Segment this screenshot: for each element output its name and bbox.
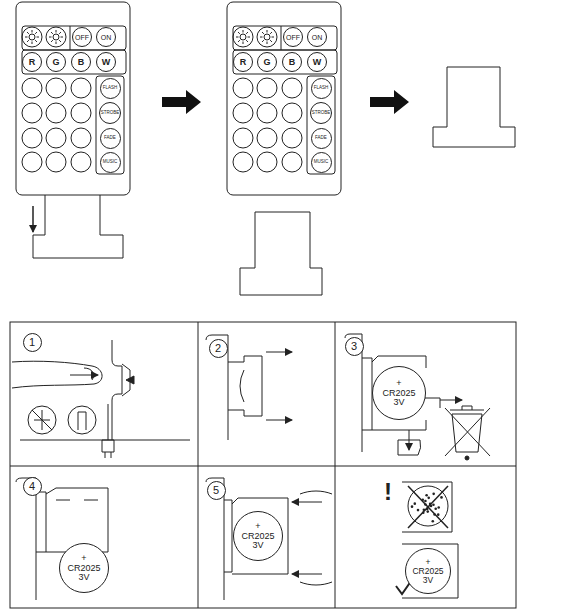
remote-button: G — [46, 52, 66, 72]
callout-number: 3 — [345, 337, 364, 356]
button-text: R — [29, 58, 36, 67]
remote-button: R — [22, 52, 42, 72]
button-text: W — [102, 58, 111, 67]
panel-grid — [10, 322, 516, 608]
remote-button: R — [233, 52, 253, 72]
button-text: FLASH — [314, 86, 329, 91]
remote-button: OFF — [72, 27, 92, 47]
button-text: STROBE — [312, 111, 331, 116]
button-text: R — [240, 58, 247, 67]
callout-number: 5 — [207, 481, 226, 500]
callout-number: 4 — [23, 477, 42, 496]
tray-pull — [206, 335, 292, 440]
remote-button: FADE — [100, 128, 121, 149]
callout-number: 2 — [209, 339, 228, 358]
button-text: FLASH — [103, 86, 118, 91]
battery-cell: +CR20253V — [372, 366, 426, 420]
button-text: + — [255, 522, 260, 531]
remote-button: FLASH — [100, 78, 121, 99]
remote-body — [227, 2, 341, 195]
button-text: FADE — [315, 136, 327, 141]
remote-button: B — [71, 52, 91, 72]
button-text: B — [289, 58, 296, 67]
remote-button: B — [282, 52, 302, 72]
button-text: 3V — [423, 576, 433, 585]
button-text: B — [78, 58, 85, 67]
button-text: FADE — [104, 136, 116, 141]
button-text: OFF — [286, 34, 300, 41]
button-text: 4 — [29, 481, 35, 492]
button-text: + — [81, 554, 86, 563]
callout-number: 1 — [23, 333, 42, 352]
pull-arrow — [32, 206, 34, 232]
button-text: CR2025 — [67, 564, 100, 573]
remote-button: W — [96, 52, 116, 72]
remote-button: FADE — [311, 128, 332, 149]
remote-button: ON — [96, 27, 116, 47]
button-text: G — [263, 58, 270, 67]
button-text: 3V — [252, 541, 263, 550]
remote-button: G — [257, 52, 277, 72]
button-text: + — [426, 558, 431, 567]
tray-push — [206, 478, 332, 600]
button-text: 5 — [213, 485, 219, 496]
button-text: 2 — [215, 343, 221, 354]
button-text: 3V — [393, 398, 404, 407]
button-text: 3 — [351, 341, 357, 352]
remote-button: OFF — [283, 27, 303, 47]
plain-buttons — [22, 78, 302, 172]
step-arrow — [162, 90, 201, 114]
remote-button: MUSIC — [100, 152, 121, 173]
step-arrow — [370, 90, 409, 114]
button-text: ON — [312, 34, 323, 41]
button-text: G — [52, 58, 59, 67]
button-text: W — [313, 58, 322, 67]
remote-button: FLASH — [311, 78, 332, 99]
button-text: CR2025 — [241, 532, 274, 541]
battery-cell: +CR20253V — [405, 548, 451, 594]
remote-button: W — [307, 52, 327, 72]
button-text: 1 — [29, 337, 35, 348]
button-text: OFF — [75, 34, 89, 41]
remote-button: STROBE — [310, 102, 332, 124]
battery-tray — [33, 195, 123, 258]
button-text: MUSIC — [314, 160, 329, 165]
button-text: ON — [101, 34, 112, 41]
finger-press — [12, 340, 190, 458]
battery-removal — [345, 334, 490, 460]
remote-body — [16, 2, 130, 195]
remote-button: ON — [307, 27, 327, 47]
button-text: MUSIC — [103, 160, 118, 165]
brightness-icons — [22, 27, 277, 47]
button-text: CR2025 — [412, 567, 443, 576]
battery-tray — [433, 67, 515, 147]
button-text: 3V — [78, 573, 89, 582]
remote-button: MUSIC — [311, 152, 332, 173]
polarity-check — [396, 482, 458, 598]
warning-mark: ! — [384, 480, 392, 504]
button-text: + — [396, 379, 401, 388]
battery-tray — [240, 212, 322, 295]
button-text: STROBE — [101, 111, 120, 116]
battery-cell: +CR20253V — [233, 511, 283, 561]
button-text: CR2025 — [382, 389, 415, 398]
remote-button: STROBE — [99, 102, 121, 124]
battery-insert — [16, 478, 108, 600]
battery-cell: +CR20253V — [59, 543, 109, 593]
